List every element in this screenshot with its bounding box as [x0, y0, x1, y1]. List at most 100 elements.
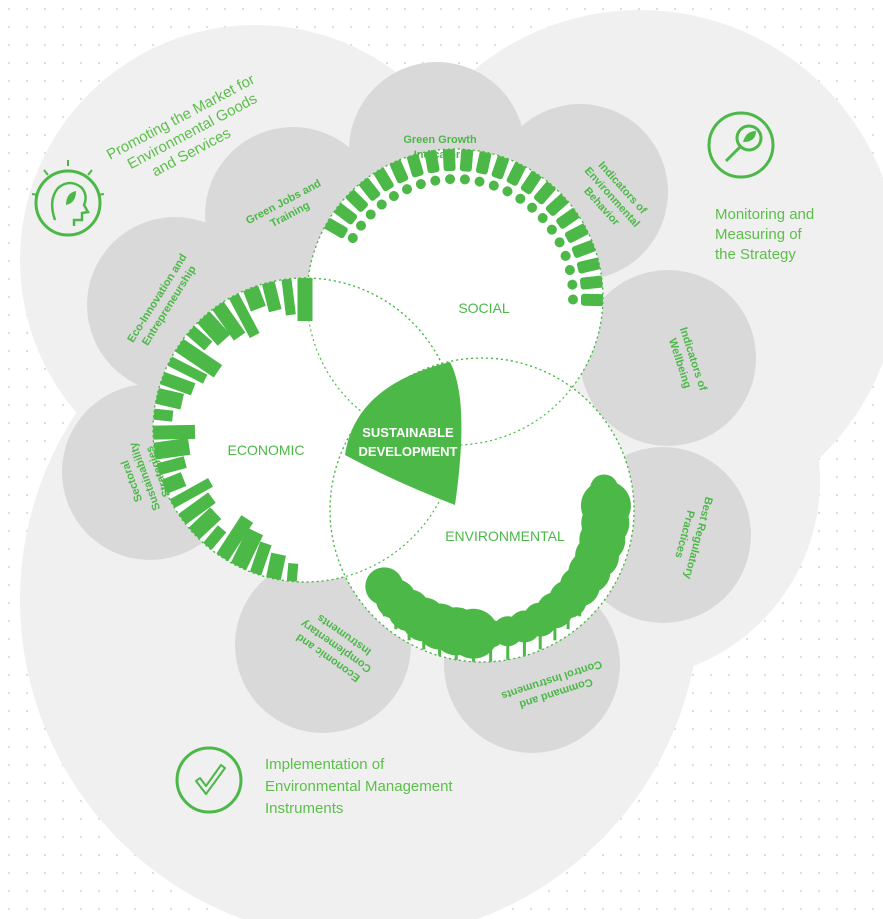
building-block	[243, 285, 266, 312]
person-silhouette	[567, 293, 603, 307]
building-silhouette	[174, 338, 223, 378]
building-block	[261, 280, 282, 313]
person-body	[506, 160, 527, 186]
building-silhouette	[153, 437, 191, 460]
person-head	[356, 220, 367, 231]
person-head	[527, 202, 538, 213]
building-silhouette	[178, 492, 216, 525]
person-silhouette	[358, 176, 387, 210]
building-block	[203, 525, 227, 550]
building-block	[178, 492, 216, 525]
person-head	[488, 180, 499, 191]
tree-trunk	[538, 619, 542, 650]
person-silhouette	[537, 193, 570, 224]
monitoring-label-3: the Strategy	[715, 246, 796, 263]
building-block	[281, 278, 296, 316]
building-block	[161, 472, 187, 494]
person-silhouette	[442, 149, 456, 185]
person-body	[556, 207, 581, 229]
tree-trunk	[407, 610, 411, 641]
person-body	[333, 202, 358, 225]
person-body	[576, 257, 602, 274]
environmental-label: ENVIRONMENTAL	[445, 528, 565, 544]
person-body	[534, 180, 557, 205]
person-head	[347, 233, 358, 243]
building-block	[212, 301, 246, 341]
person-body	[545, 193, 570, 216]
building-silhouette	[249, 541, 272, 576]
building-block	[186, 325, 213, 351]
social-silhouettes	[323, 149, 603, 307]
person-silhouette	[344, 189, 376, 220]
person-silhouette	[564, 257, 602, 276]
person-head	[567, 279, 578, 290]
building-silhouette	[297, 278, 313, 321]
petal-green-growth-2: Indicators	[414, 149, 467, 161]
person-head	[560, 250, 571, 261]
person-silhouette	[488, 154, 510, 191]
building-block	[266, 552, 286, 581]
person-head	[546, 224, 557, 235]
implementation-label-2: Environmental Management	[265, 778, 453, 795]
building-block	[249, 541, 272, 576]
person-head	[402, 184, 413, 195]
building-block	[167, 356, 208, 384]
person-body	[424, 149, 440, 174]
building-block	[156, 456, 187, 476]
building-silhouette	[243, 285, 266, 312]
person-body	[571, 239, 597, 258]
person-silhouette	[546, 207, 581, 235]
person-head	[430, 175, 441, 186]
tree-trunk	[506, 631, 510, 662]
person-head	[415, 179, 426, 190]
economic-label: ECONOMIC	[228, 442, 305, 458]
building-silhouette	[186, 325, 213, 351]
building-silhouette	[281, 278, 296, 316]
building-silhouette	[161, 472, 187, 494]
building-block	[174, 338, 223, 378]
person-head	[376, 199, 387, 210]
building-silhouette	[261, 280, 282, 313]
person-head	[365, 209, 376, 220]
person-head	[502, 186, 513, 197]
building-block	[228, 293, 260, 339]
building-block	[153, 437, 191, 460]
building-silhouette	[203, 525, 227, 550]
building-block	[153, 408, 174, 422]
person-body	[373, 166, 394, 192]
person-silhouette	[333, 202, 367, 231]
person-silhouette	[459, 149, 474, 185]
building-silhouette	[212, 301, 246, 341]
person-body	[459, 149, 474, 172]
person-body	[564, 223, 590, 243]
tree-trunk	[438, 626, 442, 657]
person-head	[388, 191, 399, 202]
person-silhouette	[406, 152, 426, 190]
economic-silhouettes	[153, 278, 313, 582]
building-block	[286, 563, 299, 582]
person-silhouette	[373, 166, 399, 202]
center-label-line2: DEVELOPMENT	[359, 444, 458, 459]
person-head	[554, 237, 565, 248]
person-head	[445, 174, 456, 185]
building-block	[216, 515, 254, 562]
person-body	[520, 169, 542, 195]
checkmark-circle-icon	[175, 746, 243, 814]
building-silhouette	[159, 371, 196, 396]
person-head	[474, 176, 485, 187]
person-body	[442, 149, 456, 172]
building-silhouette	[286, 563, 299, 582]
tree-trunk	[522, 626, 526, 657]
person-silhouette	[424, 149, 441, 186]
building-silhouette	[169, 477, 213, 509]
magnifying-glass-leaf-icon	[707, 111, 775, 179]
person-silhouette	[554, 223, 590, 248]
person-silhouette	[567, 275, 603, 290]
building-silhouette	[155, 388, 185, 410]
tree-trunk	[422, 619, 426, 650]
building-block	[155, 388, 185, 410]
monitoring-label-1: Monitoring and	[715, 206, 814, 223]
person-body	[491, 154, 510, 180]
implementation-label-3: Instruments	[265, 800, 343, 817]
